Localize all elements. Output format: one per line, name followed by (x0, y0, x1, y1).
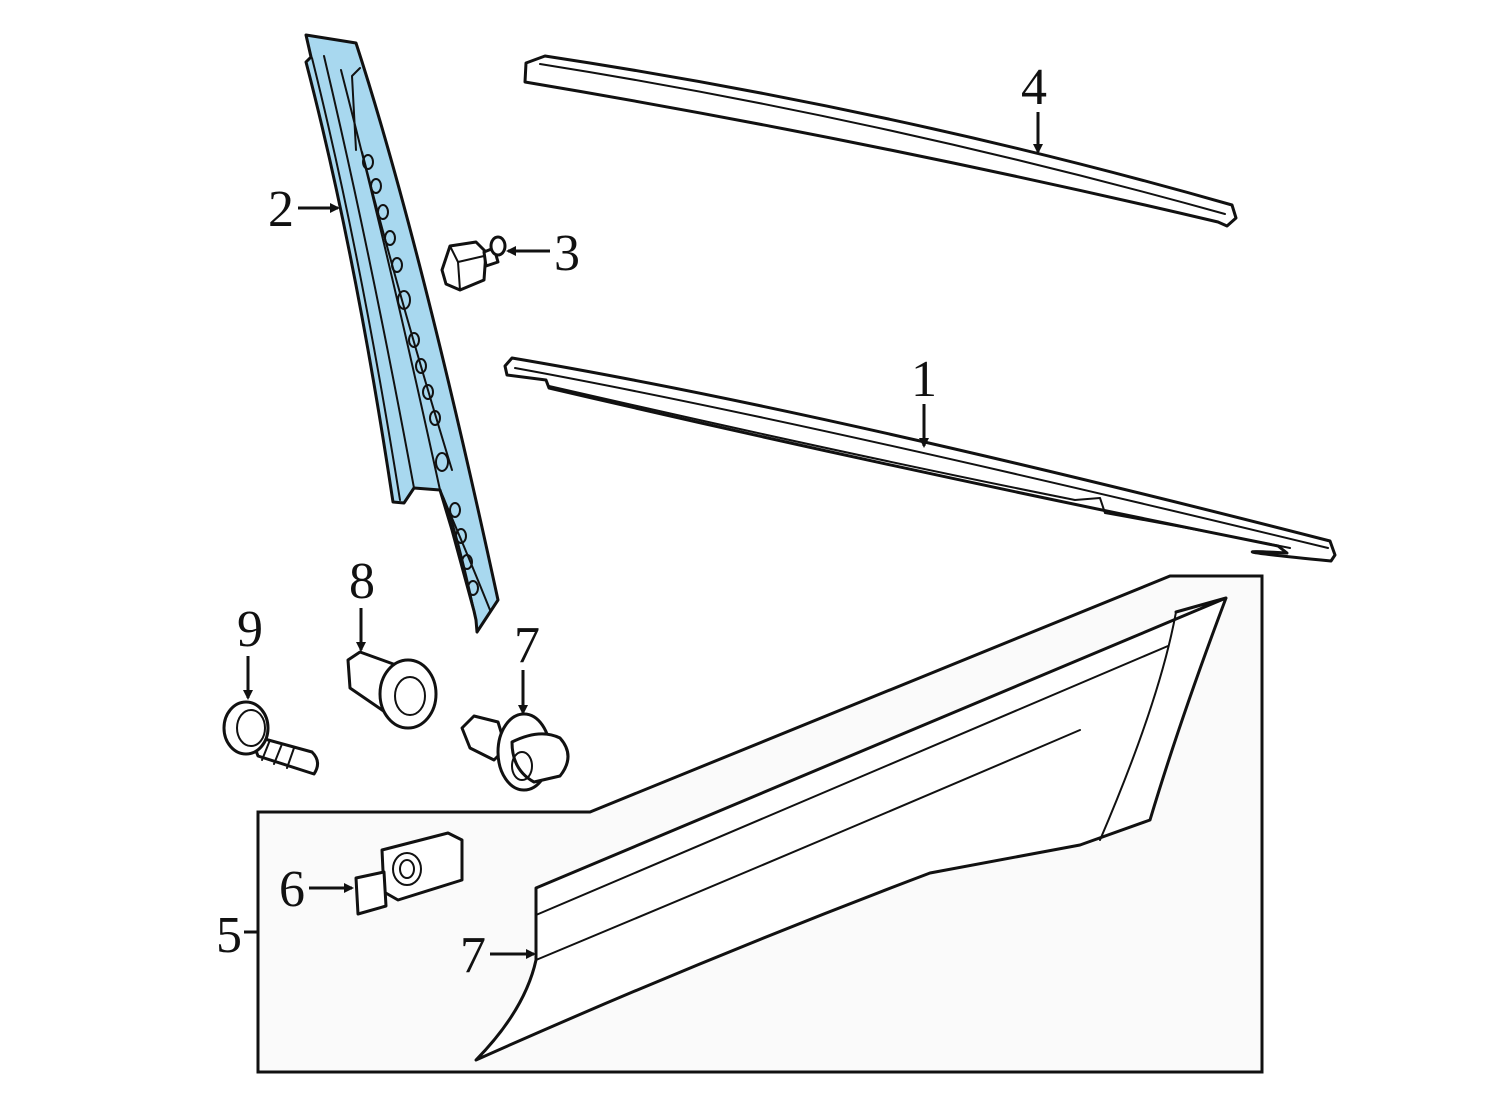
part-9-bolt[interactable] (222, 700, 319, 776)
callout-7-molding: 7 (460, 927, 486, 984)
part-6-retainer[interactable] (354, 831, 464, 916)
part-2-body (304, 33, 500, 634)
part-2-pillar-applique[interactable] (304, 33, 500, 634)
part-8-grommet[interactable] (346, 650, 438, 730)
part-4-molding[interactable] (523, 54, 1238, 228)
callout-6: 6 (279, 861, 305, 918)
callout-9: 9 (237, 601, 263, 658)
callout-5: 5 (216, 907, 242, 964)
part-1-belt-molding[interactable] (503, 356, 1337, 563)
part-7-fastener[interactable] (460, 712, 570, 792)
callout-7-fastener: 7 (514, 617, 540, 674)
part-3-clip[interactable] (440, 235, 507, 292)
callout-1: 1 (911, 351, 937, 408)
callout-3: 3 (554, 225, 580, 282)
leader-lines (243, 112, 1043, 959)
callout-8: 8 (349, 553, 375, 610)
part-2-clip-row (362, 154, 479, 596)
callout-4: 4 (1021, 59, 1047, 116)
callout-2: 2 (268, 181, 294, 238)
part-5-rocker-molding[interactable] (474, 596, 1228, 1062)
